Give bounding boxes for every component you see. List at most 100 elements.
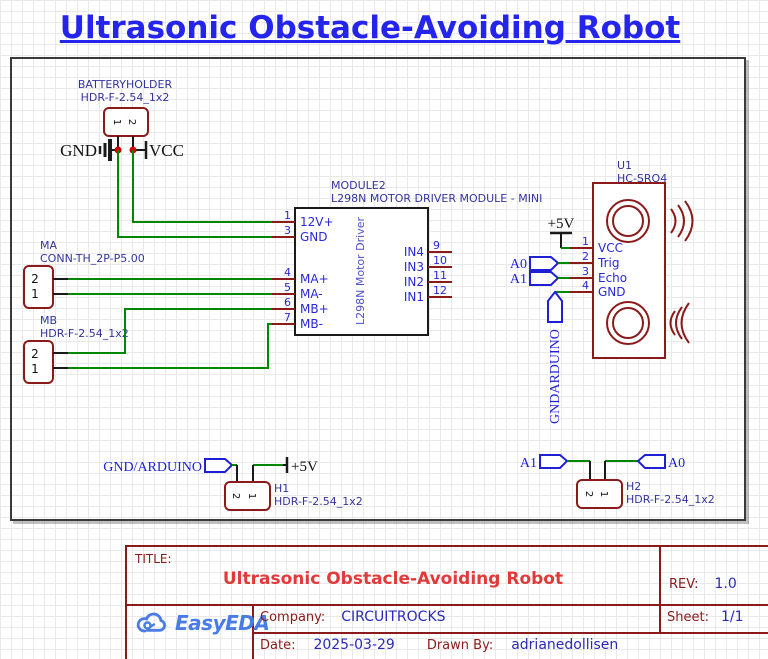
date-value: 2025-03-29 xyxy=(313,637,395,653)
title-block-divider xyxy=(659,547,661,634)
module-body[interactable] xyxy=(294,207,429,336)
battery-part-label: HDR-F-2.54_1x2 xyxy=(81,91,170,104)
ma-pin2-number: 2 xyxy=(31,272,39,286)
title-label: TITLE: xyxy=(135,552,172,566)
h1-body[interactable] xyxy=(224,481,271,511)
rev-value: 1.0 xyxy=(714,576,737,592)
a1-netflag-sensor: A1 xyxy=(510,271,570,287)
module-body-label: L298N Motor Driver xyxy=(354,217,367,325)
sensor-pin-number: 1 xyxy=(582,235,589,248)
sensor-body[interactable] xyxy=(592,182,666,359)
company-value: CIRCUITROCKS xyxy=(341,609,446,625)
sensor-pin-name: Trig xyxy=(597,256,619,270)
battery-body[interactable] xyxy=(103,107,149,137)
mb-pin2-number: 2 xyxy=(31,347,39,361)
sensor-pin-number: 4 xyxy=(582,279,589,292)
drawn-by-label: Drawn By: xyxy=(426,638,494,653)
sensor-pin-number: 3 xyxy=(582,265,589,278)
a0-flag-shape[interactable] xyxy=(529,256,560,271)
date-label: Date: xyxy=(260,638,296,653)
vcc-netflag: VCC xyxy=(133,141,184,160)
wire-gnd-to-gnd[interactable] xyxy=(117,150,272,238)
gnd-arduino-netflag-h1: GND/ARDUINO xyxy=(103,458,234,475)
h2-pin2-number: 2 xyxy=(583,491,594,497)
module-pin-name: IN3 xyxy=(404,260,424,274)
mb-pin-stubs[interactable] xyxy=(53,352,68,369)
a1-label: A1 xyxy=(520,456,537,471)
easyeda-logo-text: EasyEDA xyxy=(175,611,270,635)
sensor-ref-label: U1 xyxy=(617,159,632,172)
module-ref-label: MODULE2 xyxy=(331,179,386,192)
component-module2: MODULE2 L298N MOTOR DRIVER MODULE - MINI… xyxy=(272,179,542,336)
sensor-pin-name: Echo xyxy=(598,271,627,285)
wire-mb1-to-mbm[interactable] xyxy=(68,323,272,369)
module-pin-name: MB- xyxy=(300,317,323,331)
h2-part-label: HDR-F-2.54_1x2 xyxy=(626,493,715,506)
ma-body[interactable] xyxy=(23,265,54,309)
gnd-netflag: GND xyxy=(60,139,118,161)
p5v-label: +5V xyxy=(548,216,575,232)
ma-part-label: CONN-TH_2P-P5.00 xyxy=(40,252,145,265)
h2-ref-label: H2 xyxy=(626,480,641,493)
sensor-pin-name: GND xyxy=(598,285,626,299)
h2-pin-stubs[interactable] xyxy=(589,461,606,480)
sheet-label: Sheet: xyxy=(667,610,709,625)
a0-label: A0 xyxy=(668,456,685,471)
module-pin-number: 3 xyxy=(284,224,291,237)
battery-pin2-number: 2 xyxy=(126,119,137,125)
mb-pin1-number: 1 xyxy=(31,362,39,376)
h1-part-label: HDR-F-2.54_1x2 xyxy=(274,495,363,508)
component-h2: 2 1 H2 HDR-F-2.54_1x2 xyxy=(576,461,715,509)
module-pin-name: MA- xyxy=(300,287,323,301)
gndarduino-netflag: GNDARDUINO xyxy=(547,290,570,424)
a1-flag-shape[interactable] xyxy=(539,454,569,469)
h2-body[interactable] xyxy=(576,479,623,509)
title-block-divider xyxy=(252,632,768,634)
module-left-pin-stubs[interactable] xyxy=(272,221,295,325)
title-block-divider xyxy=(252,604,254,659)
gnd-label: GND xyxy=(60,141,97,160)
module-pin-number: 10 xyxy=(433,254,447,267)
sheet-title: Ultrasonic Obstacle-Avoiding Robot xyxy=(222,569,564,589)
sensor-pin-name: VCC xyxy=(598,241,623,255)
h1-ref-label: H1 xyxy=(274,482,289,495)
module-pin-name: IN2 xyxy=(404,275,424,289)
h1-pin2-number: 2 xyxy=(230,493,241,499)
module-pin-name: MB+ xyxy=(300,302,329,316)
a0-netflag-sensor: A0 xyxy=(510,256,570,272)
module-pin-number: 11 xyxy=(433,269,447,282)
company-label: Company: xyxy=(260,610,326,625)
sensor-pin-stubs[interactable] xyxy=(570,247,593,293)
transducer-circle xyxy=(606,199,650,243)
transducer-circle xyxy=(606,301,650,345)
module-pin-number: 4 xyxy=(284,266,291,279)
module-pin-number: 12 xyxy=(433,284,447,297)
gnd-arduino-label: GND/ARDUINO xyxy=(103,460,202,475)
module-pin-name: IN4 xyxy=(404,245,424,259)
ma-pin-stubs[interactable] xyxy=(53,278,68,295)
module-pin-number: 7 xyxy=(284,311,291,324)
wire-vcc-to-12v[interactable] xyxy=(132,150,272,223)
battery-pin1-number: 1 xyxy=(111,119,122,125)
h2-pin1-number: 1 xyxy=(598,491,609,497)
drawn-by-value: adrianedollisen xyxy=(511,637,619,653)
mb-body[interactable] xyxy=(23,340,54,384)
ma-pin1-number: 1 xyxy=(31,287,39,301)
module-pin-name: IN1 xyxy=(404,290,424,304)
easyeda-cloud-icon xyxy=(136,612,166,633)
h1-pin1-number: 1 xyxy=(246,493,257,499)
a1-flag-shape[interactable] xyxy=(529,271,560,286)
sensor-pin-number: 2 xyxy=(582,250,589,263)
wire-mb2-to-mbp[interactable] xyxy=(68,308,272,354)
component-mb: MB HDR-F-2.54_1x2 2 1 xyxy=(23,314,129,384)
gnd-arduino-flag-shape[interactable] xyxy=(204,458,234,473)
a0-netflag-h2: A0 xyxy=(636,454,685,471)
p5v-netflag-sensor: +5V xyxy=(548,216,575,249)
module-right-pin-stubs[interactable] xyxy=(428,251,452,298)
mb-ref-label: MB xyxy=(40,314,57,327)
component-h1: 2 1 H1 HDR-F-2.54_1x2 xyxy=(224,465,363,511)
gndarduino-flag-shape[interactable] xyxy=(547,290,563,323)
a0-flag-shape[interactable] xyxy=(636,454,666,469)
h1-pin-stubs[interactable] xyxy=(236,465,254,482)
